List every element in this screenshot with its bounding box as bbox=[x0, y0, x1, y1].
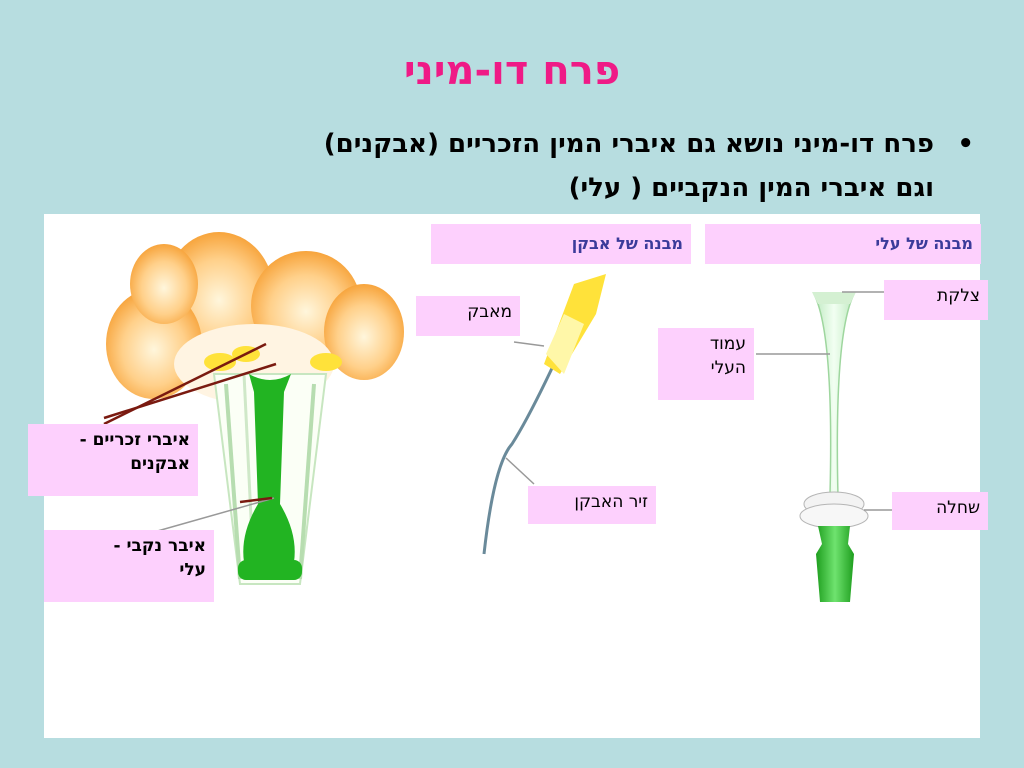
bullet-dot: • bbox=[957, 129, 974, 159]
female-organ-line-1: איבר נקבי - bbox=[113, 536, 206, 556]
stigma-label: צלקת bbox=[884, 280, 988, 320]
filament-label: זיר האבקן bbox=[528, 486, 656, 524]
flower-illustration bbox=[103, 232, 404, 585]
flower-diagram bbox=[103, 232, 892, 602]
stamen-heading-label: מבנה של אבקן bbox=[431, 224, 691, 264]
style-label-line-2: העלי bbox=[710, 358, 746, 378]
male-organs-line-2: אבקנים bbox=[130, 454, 190, 474]
slide-title: פרח דו-מיני bbox=[403, 48, 621, 94]
style-label-line-1: עמוד bbox=[709, 334, 746, 354]
bullet-text: • פרח דו-מיני נושא גם איברי המין הזכריים… bbox=[54, 122, 974, 210]
pistil-heading-label: מבנה של עלי bbox=[705, 224, 981, 264]
diagram-panel: מבנה של אבקן מבנה של עלי מאבק זיר האבקן … bbox=[28, 214, 988, 738]
bullet-line-2: וגם איברי המין הנקביים ( עלי) bbox=[568, 173, 934, 203]
bullet-line-1: פרח דו-מיני נושא גם איברי המין הזכריים (… bbox=[323, 129, 934, 159]
female-organ-label: איבר נקבי - עלי bbox=[44, 530, 214, 602]
male-organs-label: איברי זכריים - אבקנים bbox=[28, 424, 198, 496]
ovary-label: שחלה bbox=[892, 492, 988, 530]
stamen-illustration bbox=[482, 274, 606, 555]
style-label: עמוד העלי bbox=[658, 328, 754, 400]
female-organ-line-2: עלי bbox=[179, 560, 206, 580]
male-organs-line-1: איברי זכריים - bbox=[79, 430, 190, 450]
anther-label: מאבק bbox=[416, 296, 520, 336]
pistil-illustration bbox=[756, 291, 892, 602]
